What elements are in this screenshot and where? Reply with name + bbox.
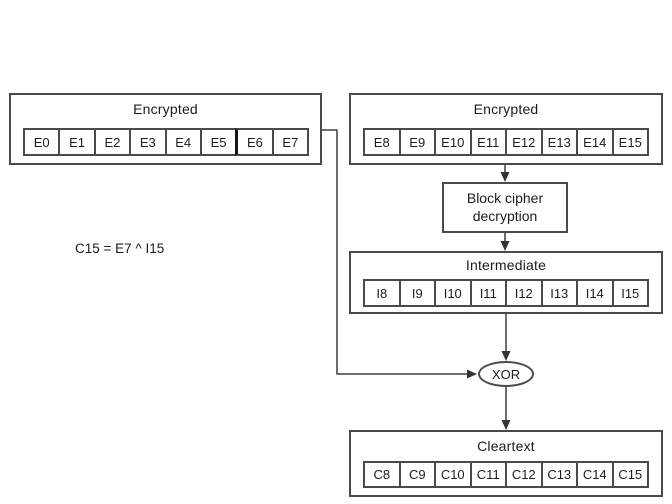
- cell-C14: C14: [576, 461, 614, 488]
- cell-E14: E14: [576, 128, 614, 156]
- cell-E7: E7: [271, 128, 309, 156]
- cell-E11: E11: [469, 128, 507, 156]
- formula-label: C15 = E7 ^ I15: [75, 241, 165, 256]
- cell-C15: C15: [611, 461, 649, 488]
- cell-E2: E2: [93, 128, 132, 156]
- encrypted-left-title: Encrypted: [133, 101, 198, 117]
- cell-C9: C9: [398, 461, 436, 488]
- cell-C10: C10: [434, 461, 472, 488]
- cell-E0: E0: [23, 128, 61, 156]
- cell-E8: E8: [363, 128, 401, 156]
- cell-C12: C12: [505, 461, 543, 488]
- cell-I13: I13: [540, 279, 578, 307]
- xor-node: XOR: [478, 361, 534, 387]
- cell-C8: C8: [363, 461, 401, 488]
- intermediate-title: Intermediate: [465, 257, 547, 273]
- cell-I9: I9: [398, 279, 436, 307]
- encrypted-right-title: Encrypted: [473, 101, 539, 117]
- block-cipher-decryption-box: Block cipher decryption: [442, 182, 568, 233]
- cell-E1: E1: [58, 128, 96, 156]
- cell-I11: I11: [469, 279, 507, 307]
- cell-E4: E4: [164, 128, 202, 156]
- cell-E12: E12: [505, 128, 543, 156]
- cell-E10: E10: [434, 128, 472, 156]
- block-cipher-label-line1: Block cipher: [466, 190, 544, 207]
- cell-C11: C11: [469, 461, 507, 488]
- cell-I15: I15: [611, 279, 649, 307]
- block-cipher-label-line2: decryption: [472, 207, 538, 224]
- cell-I10: I10: [434, 279, 472, 307]
- xor-label: XOR: [491, 366, 521, 382]
- cell-E3: E3: [129, 128, 167, 156]
- cell-I14: I14: [576, 279, 614, 307]
- cell-I8: I8: [363, 279, 401, 307]
- cell-I12: I12: [505, 279, 543, 307]
- cell-E15: E15: [611, 128, 649, 156]
- cell-C13: C13: [540, 461, 578, 488]
- cell-E9: E9: [398, 128, 436, 156]
- cell-E13: E13: [540, 128, 578, 156]
- cleartext-title: Cleartext: [477, 438, 535, 454]
- cell-E5: E5: [199, 128, 238, 156]
- cell-E6: E6: [235, 128, 274, 156]
